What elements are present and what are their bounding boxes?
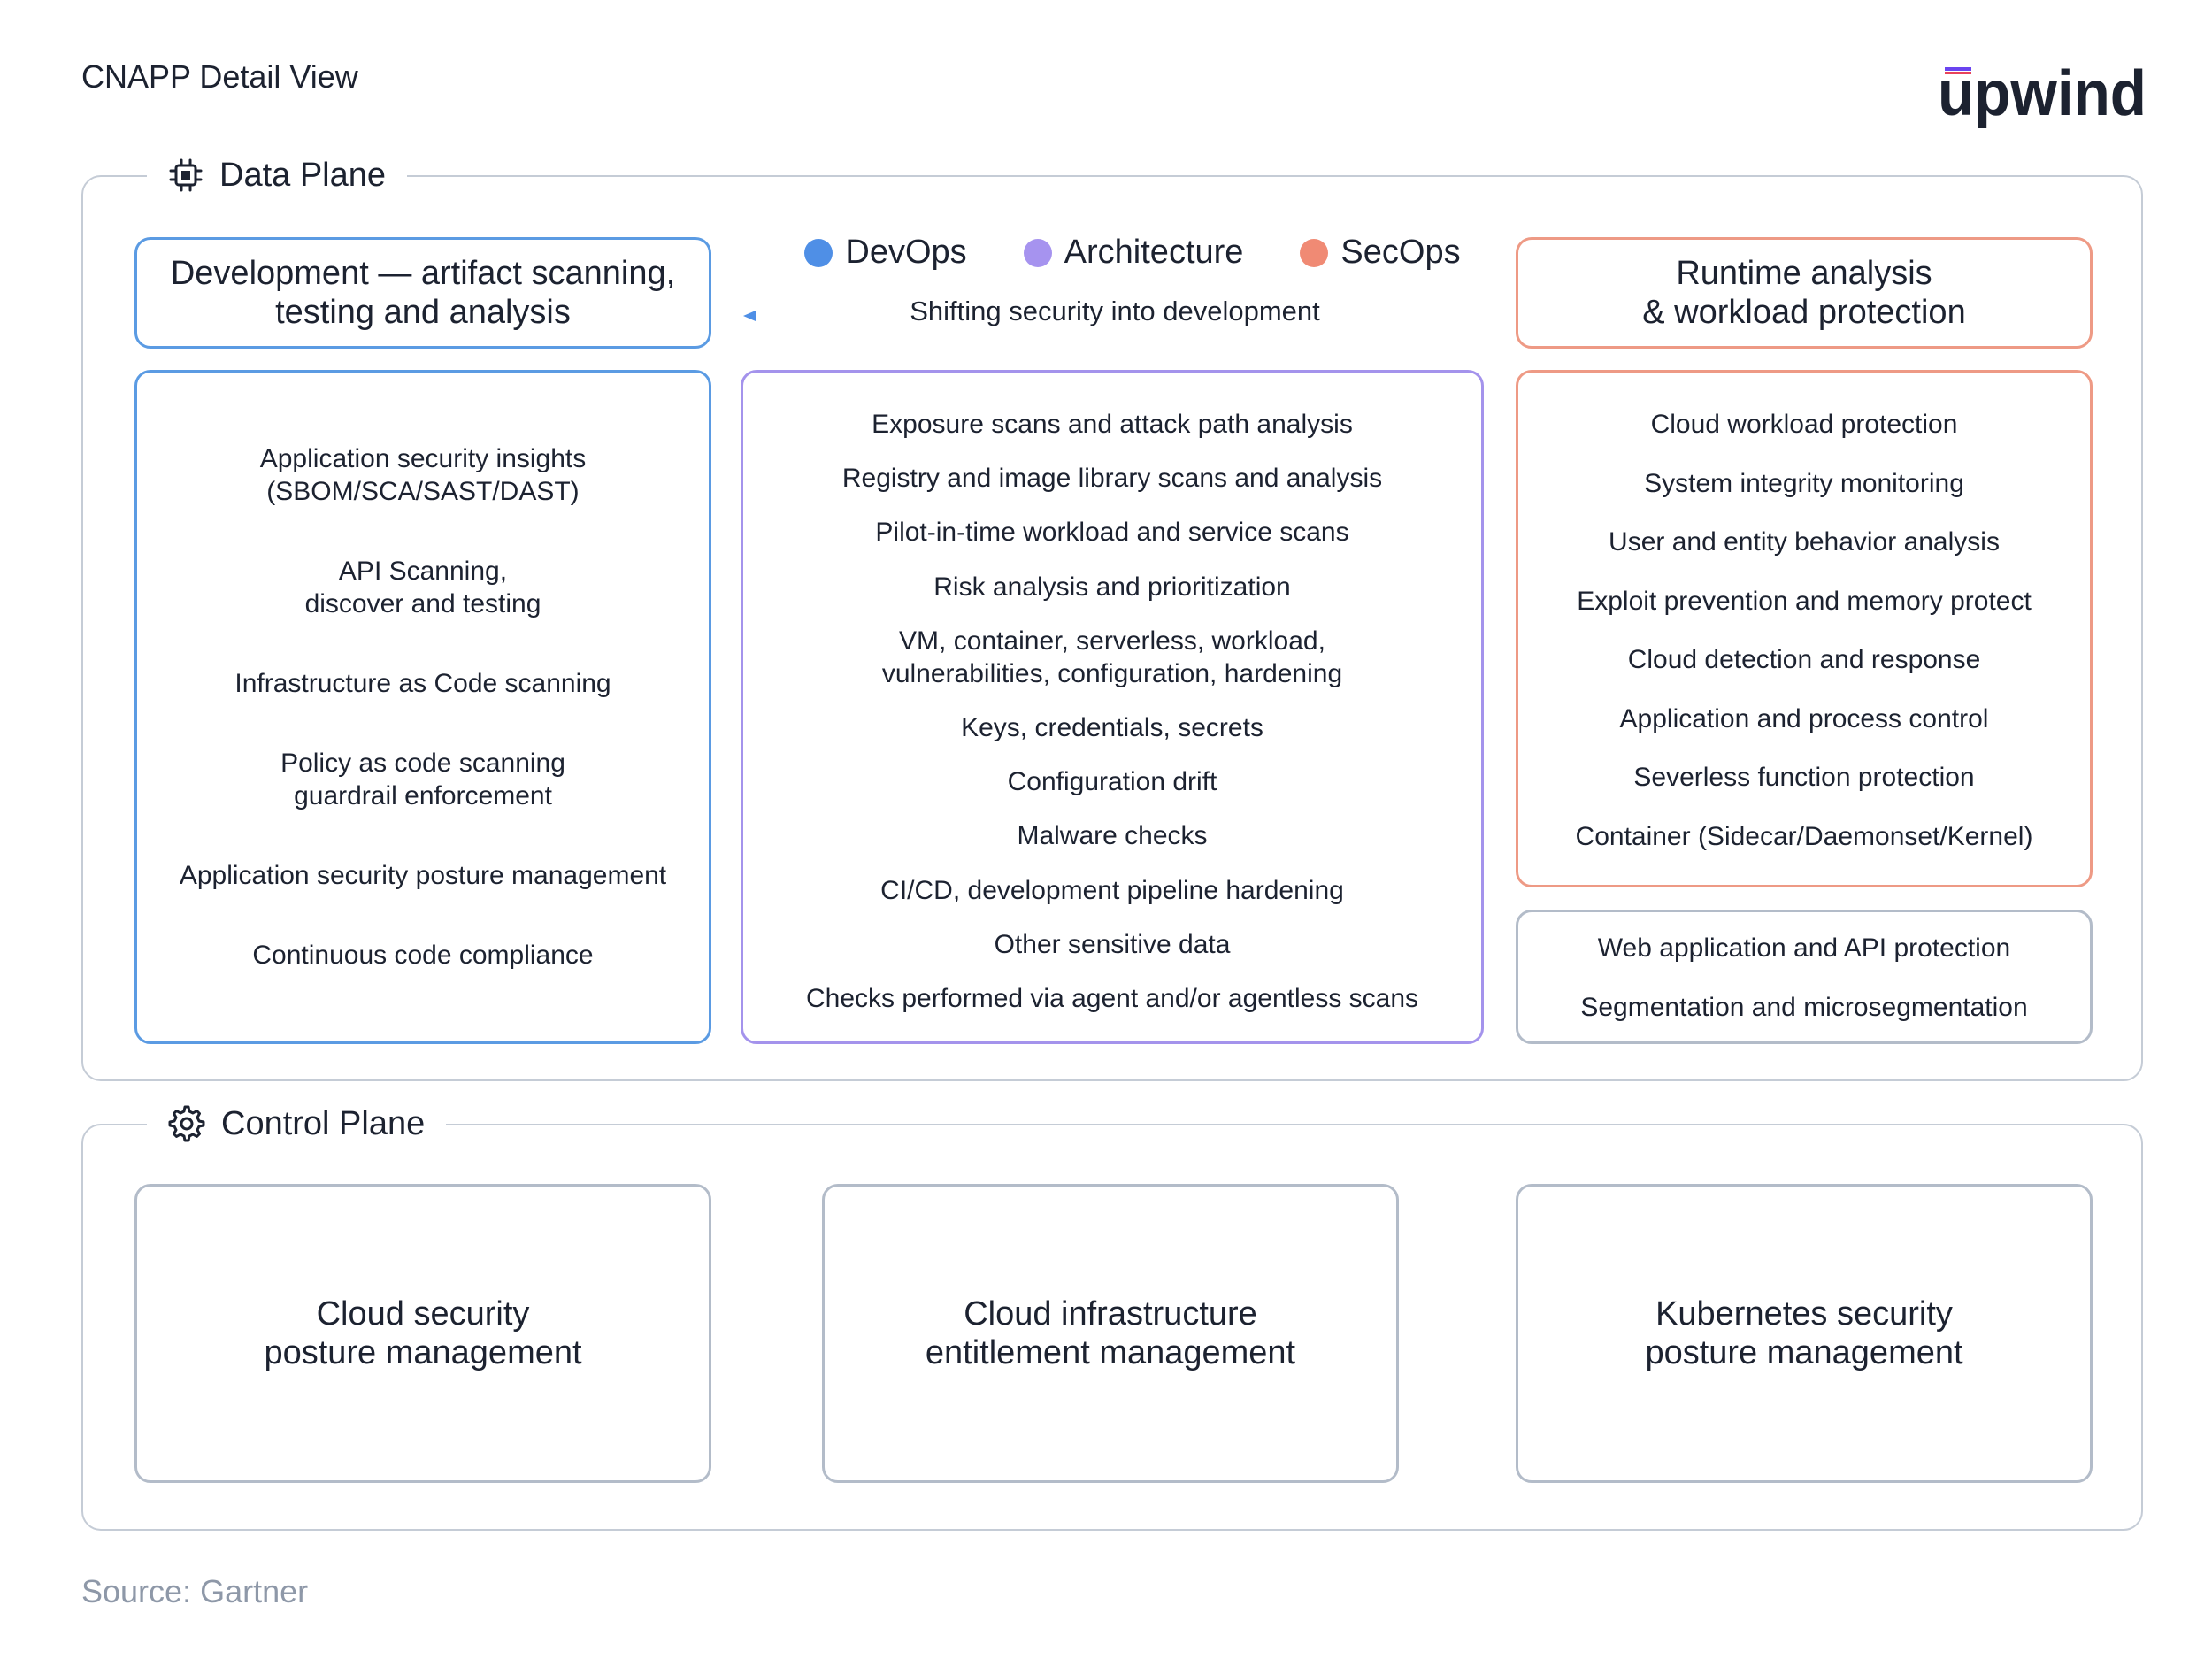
role-legend: DevOps Architecture SecOps bbox=[779, 234, 1486, 272]
list-item: Configuration drift bbox=[1007, 767, 1217, 797]
list-item: API Scanning, discover and testing bbox=[304, 557, 541, 618]
runtime-items-box: Cloud workload protection System integri… bbox=[1516, 370, 2093, 887]
runtime-header-box: Runtime analysis & workload protection bbox=[1516, 237, 2093, 349]
logo-text: upwind bbox=[1938, 58, 2147, 129]
list-item: Application security insights (SBOM/SCA/… bbox=[259, 444, 587, 506]
list-item: Web application and API protection bbox=[1597, 933, 2011, 963]
data-plane-frame bbox=[81, 175, 2143, 1081]
list-item: System integrity monitoring bbox=[1644, 468, 1964, 498]
runtime-header-text: Runtime analysis & workload protection bbox=[1642, 255, 1966, 331]
list-item: Policy as code scanning guardrail enforc… bbox=[280, 749, 565, 810]
list-item: Registry and image library scans and ana… bbox=[841, 464, 1383, 494]
architecture-items-box: Exposure scans and attack path analysis … bbox=[741, 370, 1484, 1044]
list-item: Cloud detection and response bbox=[1627, 645, 1981, 675]
control-plane-frame bbox=[81, 1124, 2143, 1531]
gear-icon bbox=[168, 1105, 205, 1142]
development-header-box: Development — artifact scanning, testing… bbox=[134, 237, 711, 349]
list-item: Exploit prevention and memory protect bbox=[1577, 586, 2032, 616]
legend-item-architecture: Architecture bbox=[1023, 234, 1244, 272]
list-item: CI/CD, development pipeline hardening bbox=[880, 875, 1344, 905]
ciem-box: Cloud infrastructure entitlement managem… bbox=[822, 1184, 1399, 1483]
architecture-dot-icon bbox=[1023, 238, 1052, 267]
list-item: Checks performed via agent and/or agentl… bbox=[805, 983, 1419, 1013]
list-item: Segmentation and microsegmentation bbox=[1580, 993, 2028, 1022]
control-plane-title: Control Plane bbox=[221, 1104, 426, 1142]
shift-left-arrow: Shifting security into development bbox=[743, 292, 1486, 336]
list-item: Exposure scans and attack path analysis bbox=[872, 410, 1353, 439]
list-item: Container (Sidecar/Daemonset/Kernel) bbox=[1575, 821, 2033, 851]
list-item: Cloud workload protection bbox=[1650, 410, 1958, 439]
chip-icon bbox=[169, 158, 203, 192]
arrow-left-icon bbox=[743, 311, 1483, 321]
list-item: Continuous code compliance bbox=[252, 941, 594, 970]
development-items-box: Application security insights (SBOM/SCA/… bbox=[134, 370, 711, 1044]
network-items-box: Web application and API protection Segme… bbox=[1516, 910, 2093, 1044]
kspm-label: Kubernetes security posture management bbox=[1645, 1295, 1963, 1371]
cspm-box: Cloud security posture management bbox=[134, 1184, 711, 1483]
list-item: Keys, credentials, secrets bbox=[961, 712, 1263, 742]
source-note: Source: Gartner bbox=[81, 1573, 309, 1609]
secops-dot-icon bbox=[1300, 238, 1329, 267]
list-item: VM, container, serverless, workload, vul… bbox=[881, 626, 1343, 688]
list-item: Malware checks bbox=[1017, 821, 1208, 851]
legend-label-secops: SecOps bbox=[1340, 234, 1461, 271]
legend-item-devops: DevOps bbox=[804, 234, 967, 272]
cspm-label: Cloud security posture management bbox=[264, 1295, 582, 1371]
development-header-text: Development — artifact scanning, testing… bbox=[170, 255, 676, 331]
control-plane-label: Control Plane bbox=[147, 1101, 447, 1147]
list-item: Application security posture management bbox=[179, 861, 667, 890]
devops-dot-icon bbox=[804, 238, 833, 267]
list-item: Other sensitive data bbox=[994, 929, 1231, 959]
list-item: Application and process control bbox=[1619, 703, 1989, 733]
list-item: User and entity behavior analysis bbox=[1609, 527, 2000, 557]
data-plane-label: Data Plane bbox=[147, 152, 408, 198]
list-item: Pilot-in-time workload and service scans bbox=[875, 518, 1349, 548]
legend-item-secops: SecOps bbox=[1300, 234, 1461, 272]
data-plane-title: Data Plane bbox=[219, 156, 387, 194]
list-item: Risk analysis and prioritization bbox=[933, 572, 1291, 602]
list-item: Severless function protection bbox=[1633, 763, 1975, 793]
ciem-label: Cloud infrastructure entitlement managem… bbox=[925, 1295, 1296, 1371]
list-item: Infrastructure as Code scanning bbox=[234, 669, 611, 698]
shift-label: Shifting security into development bbox=[910, 296, 1320, 326]
kspm-box: Kubernetes security posture management bbox=[1516, 1184, 2093, 1483]
legend-label-architecture: Architecture bbox=[1064, 234, 1244, 271]
legend-label-devops: DevOps bbox=[845, 234, 967, 271]
upwind-logo: upwind bbox=[1938, 58, 2147, 129]
page-title: CNAPP Detail View bbox=[81, 58, 358, 95]
